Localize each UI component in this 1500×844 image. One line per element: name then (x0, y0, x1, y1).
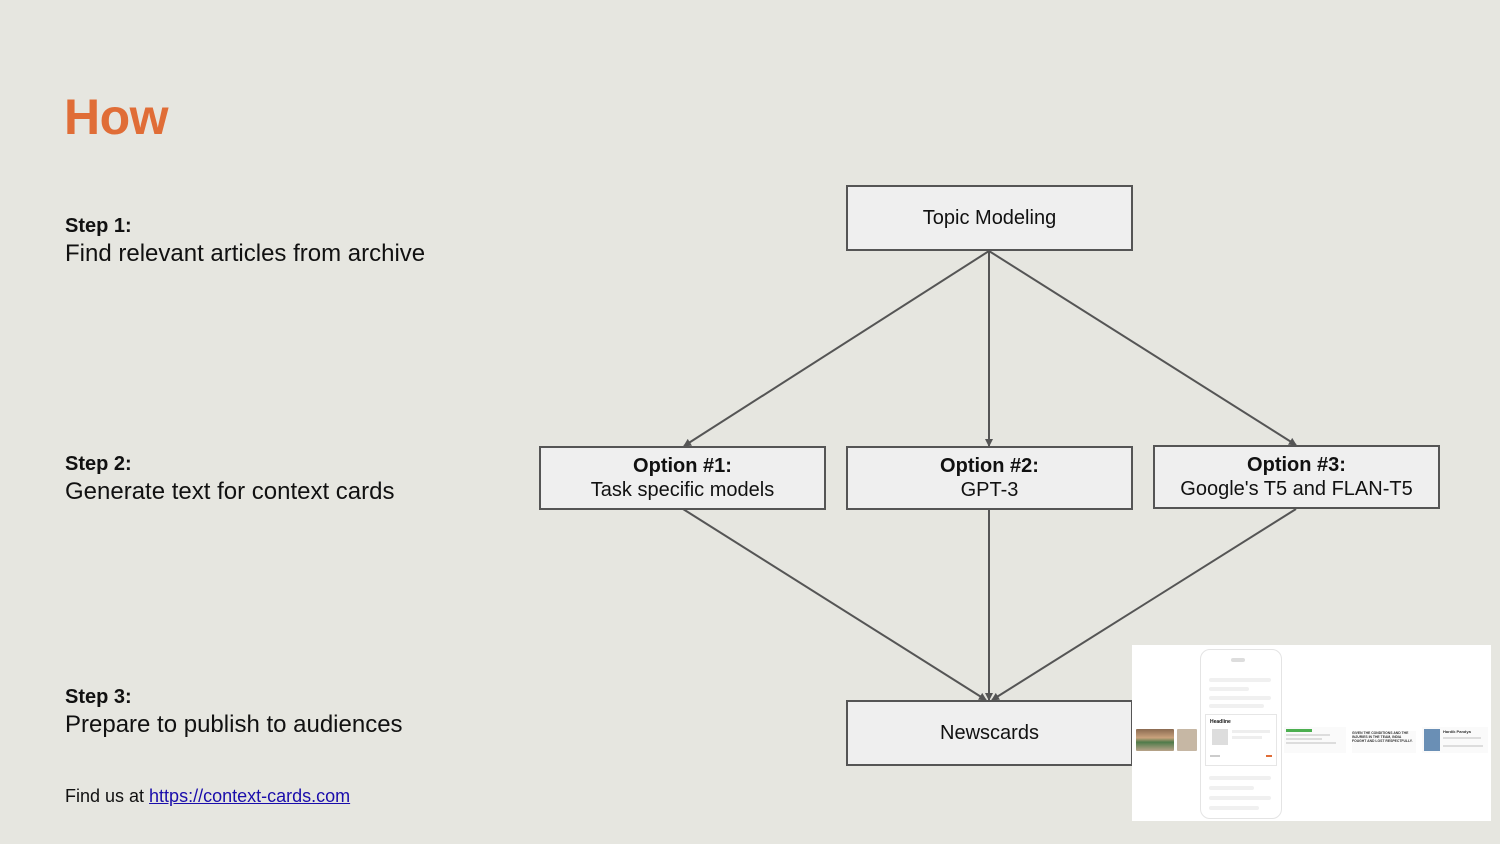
option-2-title: Option #2: (940, 455, 1039, 477)
phone-mockup: Headline (1200, 649, 1282, 819)
step-3: Step 3: Prepare to publish to audiences (65, 684, 445, 740)
option-1-box: Option #1: Task specific models (539, 446, 826, 510)
player-name: Hardik Pandya (1443, 729, 1471, 734)
option-3-title: Option #3: (1247, 454, 1346, 476)
newscards-box: Newscards (846, 700, 1133, 766)
option-3-desc: Google's T5 and FLAN-T5 (1180, 478, 1413, 500)
step-1-label: Step 1: (65, 215, 132, 237)
slide-title: How (64, 89, 169, 145)
newscards-screenshot: Headline GIVEN THE CONDITIONS AND THE IN… (1132, 645, 1491, 821)
website-link[interactable]: https://context-cards.com (149, 786, 351, 806)
thumbnail-2 (1177, 729, 1197, 751)
quote-card: GIVEN THE CONDITIONS AND THE INJURIES IN… (1352, 731, 1416, 753)
player-card: Hardik Pandya (1422, 727, 1488, 753)
step-2-label: Step 2: (65, 453, 132, 475)
step-2-description: Generate text for context cards (65, 478, 395, 505)
step-2: Step 2: Generate text for context cards (65, 451, 445, 507)
topic-modeling-label: Topic Modeling (922, 207, 1057, 229)
option-1-title: Option #1: (633, 455, 732, 477)
option-3-box: Option #3: Google's T5 and FLAN-T5 (1153, 445, 1440, 509)
topic-modeling-box: Topic Modeling (846, 185, 1133, 251)
option-2-desc: GPT-3 (960, 479, 1019, 501)
phone-card: Headline (1205, 714, 1277, 766)
stadium-thumbnail (1136, 729, 1174, 751)
phone-card-headline: Headline (1210, 719, 1231, 725)
arrow-option-3-to-bottom (991, 508, 1297, 701)
arrow-top-to-option-3 (988, 250, 1297, 446)
option-1-desc: Task specific models (590, 479, 775, 501)
newscards-label: Newscards (940, 722, 1039, 744)
arrow-option-1-to-bottom (682, 508, 987, 701)
step-3-label: Step 3: (65, 686, 132, 708)
player-photo (1424, 729, 1440, 751)
option-2-box: Option #2: GPT-3 (846, 446, 1133, 510)
arrow-top-to-option-1 (683, 250, 990, 447)
footer-find-us: Find us at https://context-cards.com (65, 786, 350, 807)
step-1: Step 1: Find relevant articles from arch… (65, 213, 445, 269)
stats-card (1284, 727, 1346, 753)
step-3-description: Prepare to publish to audiences (65, 711, 403, 738)
footer-prefix: Find us at (65, 786, 150, 806)
step-1-description: Find relevant articles from archive (65, 240, 426, 267)
